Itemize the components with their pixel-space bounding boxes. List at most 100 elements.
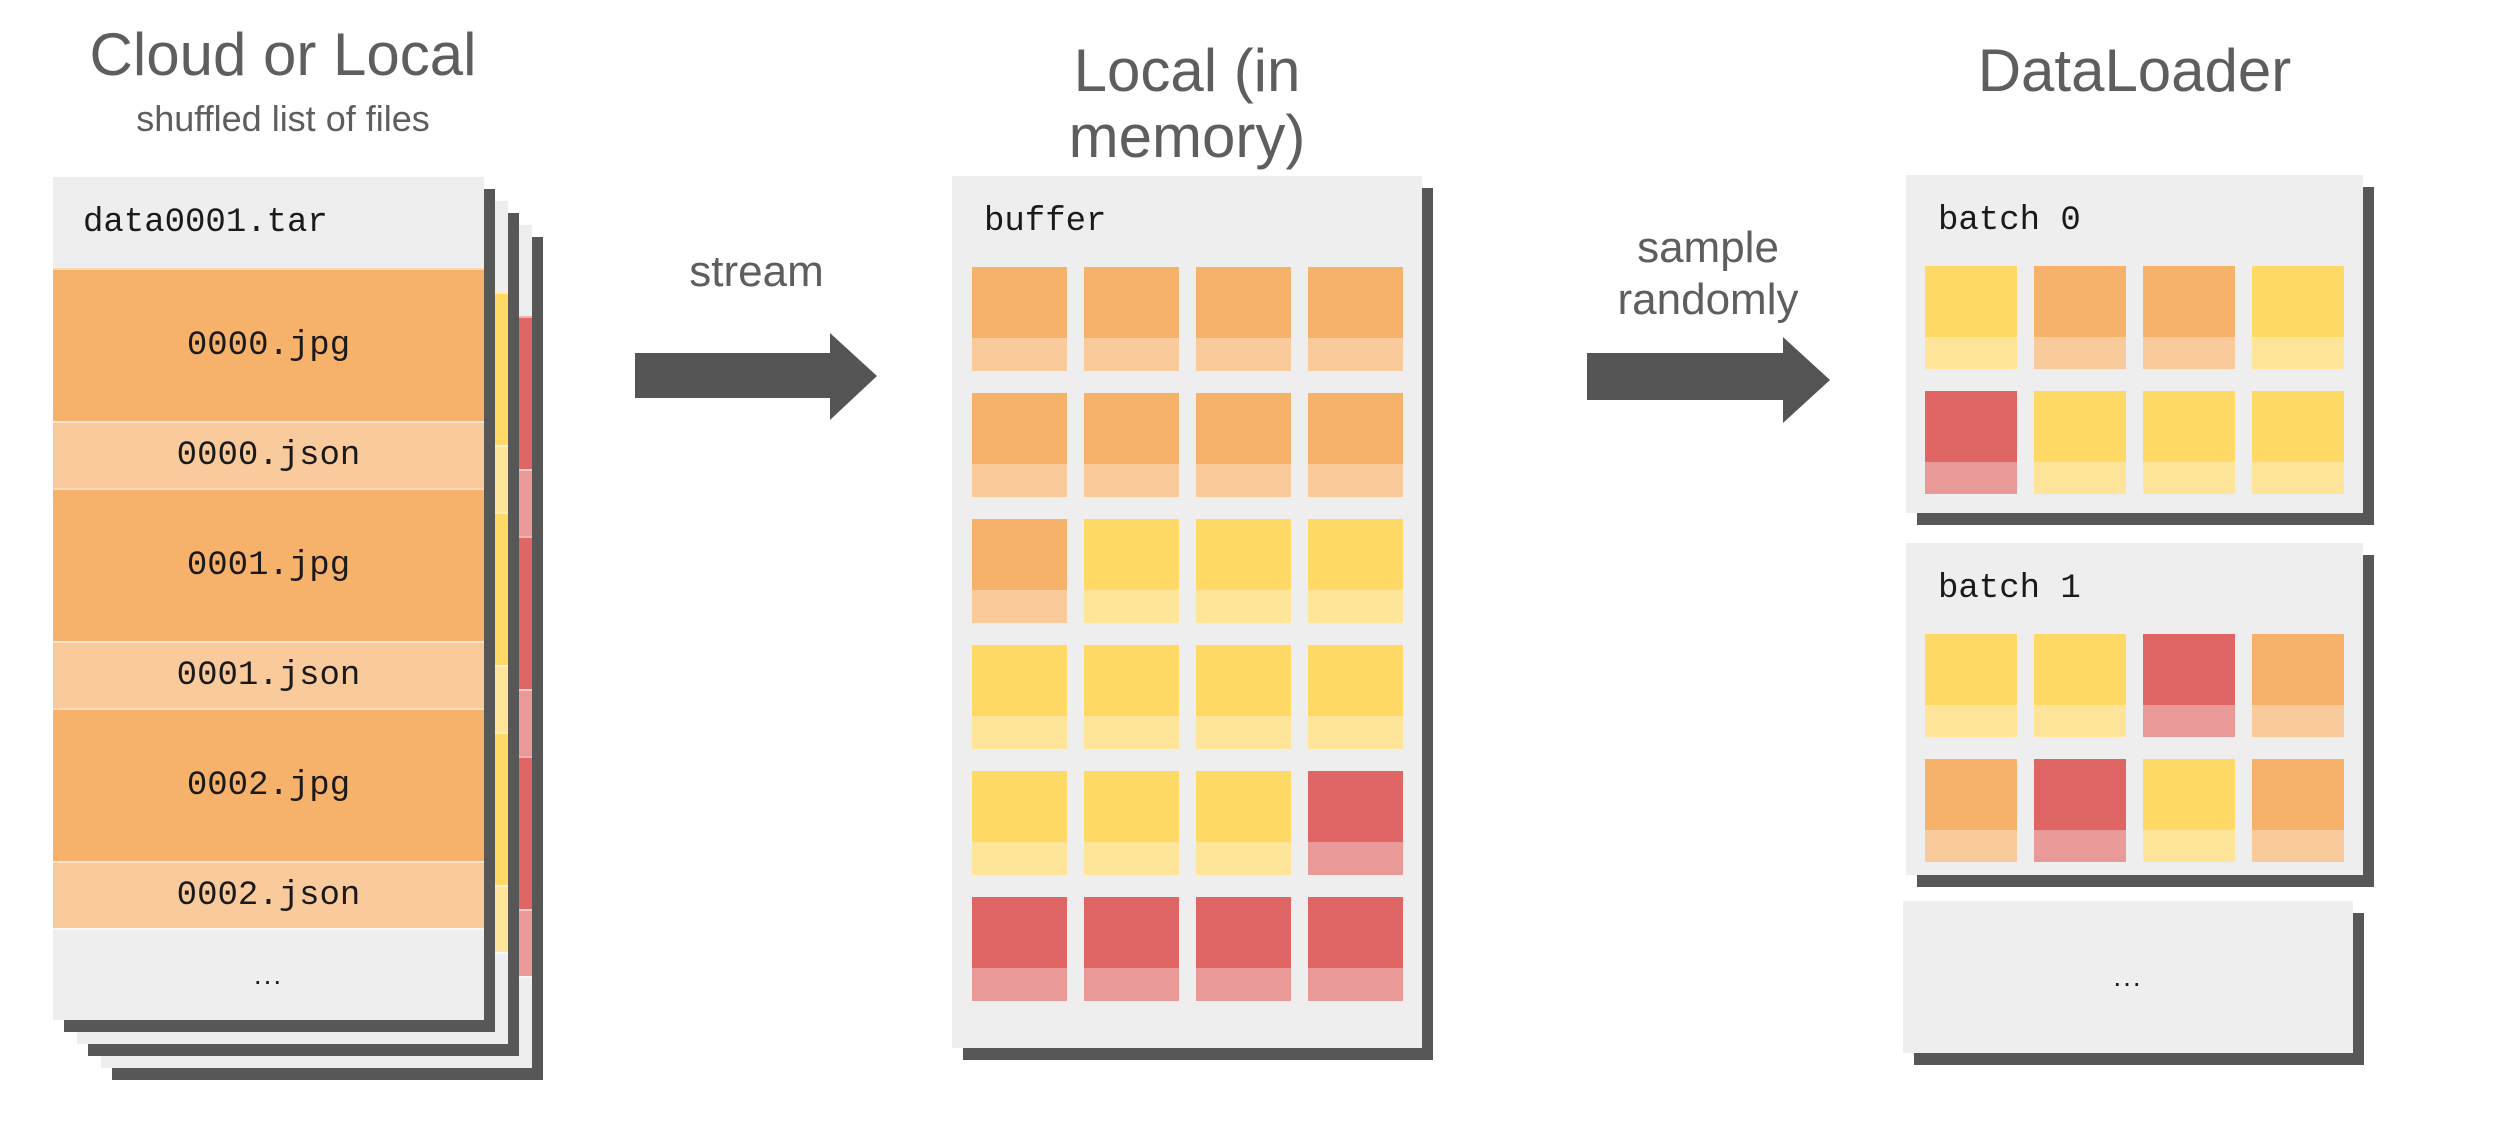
- sample-json-block: [2143, 830, 2235, 862]
- sample-image-block: [2143, 266, 2235, 337]
- sample-image-block: [2143, 634, 2235, 705]
- sample-json-block: [2034, 830, 2126, 862]
- batch-1-label: batch 1: [1938, 569, 2081, 608]
- shard-row-jpg: 0002.jpg: [53, 708, 484, 861]
- sample-tile-red: [1084, 897, 1179, 1001]
- sample-image-block: [1196, 771, 1291, 842]
- source-title: Cloud or Local: [89, 21, 477, 88]
- sample-tile-red: [1308, 771, 1403, 875]
- sample-json-block: [2252, 705, 2344, 737]
- sample-image-block: [1084, 267, 1179, 338]
- sample-tile-red: [2034, 759, 2126, 862]
- sample-json-block: [972, 842, 1067, 875]
- sample-json-block: [2252, 462, 2344, 494]
- sample-json-block: [1308, 464, 1403, 497]
- batch-1-tile-grid: [1906, 634, 2363, 862]
- sample-json-block: [1084, 842, 1179, 875]
- sample-json-block: [1084, 716, 1179, 749]
- sample-tile-orange: [1308, 267, 1403, 371]
- sample-json-block: [1308, 968, 1403, 1001]
- sample-json-block: [2143, 705, 2235, 737]
- tile-row: [972, 645, 1422, 749]
- sample-json-block: [1308, 590, 1403, 623]
- sample-image-block: [2034, 391, 2126, 462]
- sample-image-block: [1196, 519, 1291, 590]
- sample-json-block: [1196, 842, 1291, 875]
- sample-image-block: [972, 519, 1067, 590]
- sample-image-block: [1308, 645, 1403, 716]
- tile-row: [972, 897, 1422, 1001]
- sample-json-block: [972, 590, 1067, 623]
- batch-0-label: batch 0: [1938, 201, 2081, 240]
- sample-image-block: [2143, 391, 2235, 462]
- buffer-card: buffer: [952, 176, 1422, 1048]
- sample-image-block: [972, 771, 1067, 842]
- tile-row: [1925, 266, 2363, 369]
- sample-image-block: [972, 645, 1067, 716]
- sample-image-block: [1308, 771, 1403, 842]
- sample-image-block: [972, 897, 1067, 968]
- shard-row-json: 0000.json: [53, 421, 484, 488]
- sample-image-block: [1196, 645, 1291, 716]
- sample-json-block: [1084, 464, 1179, 497]
- sample-json-block: [1925, 705, 2017, 737]
- tile-row: [1925, 391, 2363, 494]
- tile-row: [972, 519, 1422, 623]
- sample-json-block: [972, 716, 1067, 749]
- sample-label-line1: sample: [1637, 223, 1779, 272]
- tile-row: [1925, 634, 2363, 737]
- sample-tile-red: [972, 897, 1067, 1001]
- sample-tile-yellow: [1084, 645, 1179, 749]
- sample-image-block: [2252, 634, 2344, 705]
- sample-tile-orange: [2143, 266, 2235, 369]
- sample-image-block: [2252, 266, 2344, 337]
- sample-image-block: [972, 267, 1067, 338]
- batch-0-tile-grid: [1906, 266, 2363, 494]
- sample-json-block: [1308, 716, 1403, 749]
- sample-tile-yellow: [1196, 771, 1291, 875]
- batch-1-card: batch 1: [1906, 543, 2363, 875]
- sample-image-block: [972, 393, 1067, 464]
- sample-tile-yellow: [972, 771, 1067, 875]
- sample-json-block: [1084, 968, 1179, 1001]
- section-title-source: Cloud or Local shuffled list of files: [48, 22, 518, 140]
- sample-json-block: [2034, 337, 2126, 369]
- sample-image-block: [1084, 645, 1179, 716]
- sample-json-block: [2252, 830, 2344, 862]
- sample-json-block: [1925, 462, 2017, 494]
- sample-tile-yellow: [1196, 519, 1291, 623]
- more-batches-card: ...: [1903, 901, 2353, 1053]
- stream-arrow-label: stream: [689, 247, 824, 296]
- sample-image-block: [1925, 266, 2017, 337]
- shard-row-jpg: 0000.jpg: [53, 268, 484, 421]
- sample-image-block: [1196, 267, 1291, 338]
- tile-row: [972, 771, 1422, 875]
- sample-tile-orange: [1196, 267, 1291, 371]
- sample-tile-red: [1196, 897, 1291, 1001]
- shard-row-jpg: 0001.jpg: [53, 488, 484, 641]
- buffer-tile-grid: [952, 267, 1422, 1001]
- sample-image-block: [1196, 393, 1291, 464]
- sample-tile-yellow: [1196, 645, 1291, 749]
- batch-0-card: batch 0: [1906, 175, 2363, 513]
- sample-arrow-icon: [1587, 337, 1830, 423]
- sample-tile-orange: [2252, 634, 2344, 737]
- sample-image-block: [1308, 393, 1403, 464]
- shard-header: data0001.tar: [53, 177, 484, 268]
- sample-tile-yellow: [2252, 391, 2344, 494]
- sample-tile-orange: [2252, 759, 2344, 862]
- sample-json-block: [1084, 590, 1179, 623]
- sample-tile-orange: [1925, 759, 2017, 862]
- sample-json-block: [972, 968, 1067, 1001]
- sample-tile-orange: [1084, 393, 1179, 497]
- sample-tile-yellow: [1084, 519, 1179, 623]
- sample-tile-yellow: [1308, 519, 1403, 623]
- sample-json-block: [1196, 590, 1291, 623]
- sample-label-line2: randomly: [1617, 275, 1799, 324]
- shard-row-json: 0001.json: [53, 641, 484, 708]
- sample-image-block: [1308, 267, 1403, 338]
- sample-json-block: [1925, 337, 2017, 369]
- sample-tile-orange: [1084, 267, 1179, 371]
